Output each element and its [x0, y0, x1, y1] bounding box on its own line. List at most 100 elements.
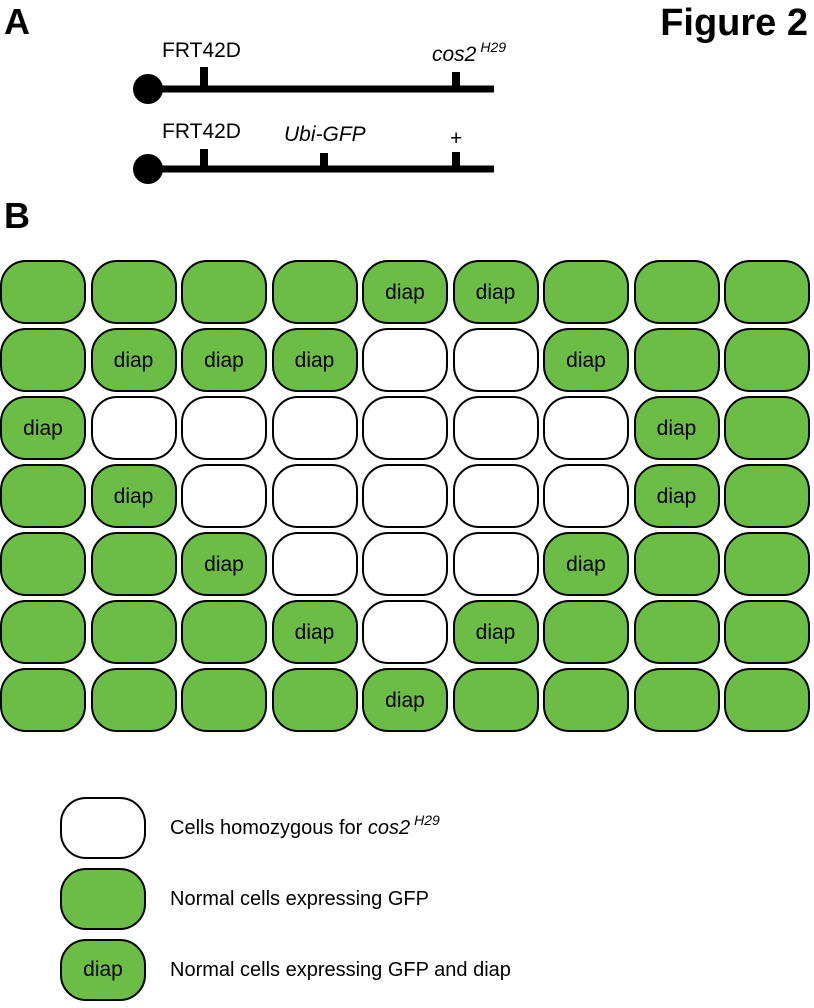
cell-homozygous: [452, 396, 539, 460]
cell-gfp: [724, 532, 810, 596]
cell-gfp: [90, 532, 177, 596]
cell-label: diap: [385, 280, 425, 304]
cell-gfp: [633, 328, 720, 392]
cell-gfp: [181, 600, 267, 664]
cell-diap: diap: [90, 328, 177, 392]
ubi-gfp-tick: [320, 153, 328, 169]
cell-gfp: [633, 668, 720, 732]
chromosome-top-centromere: [133, 74, 163, 104]
cell-diap: diap: [452, 600, 539, 664]
cell-diap: diap: [181, 328, 267, 392]
cell-homozygous: [452, 464, 539, 528]
cell-gfp: [0, 328, 86, 392]
frt42d-label-top: FRT42D: [162, 39, 241, 62]
cell-homozygous: [362, 532, 448, 596]
cell-gfp: [271, 260, 358, 324]
cell-homozygous: [362, 328, 448, 392]
cell-gfp: [724, 668, 810, 732]
legend-swatch-gfp-diap: diap: [60, 939, 146, 1001]
frt42d-tick-bottom: [200, 149, 208, 169]
cell-homozygous: [543, 464, 629, 528]
cell-homozygous: [271, 396, 358, 460]
cell-gfp: [90, 260, 177, 324]
cell-gfp: [0, 260, 86, 324]
cell-gfp: [0, 464, 86, 528]
legend-text-gfp: Normal cells expressing GFP: [170, 888, 429, 910]
cell-diap: diap: [633, 464, 720, 528]
cell-diap: diap: [452, 260, 539, 324]
cell-diap: diap: [633, 396, 720, 460]
cell-label: diap: [204, 552, 244, 576]
legend-text-gfp-diap: Normal cells expressing GFP and diap: [170, 959, 511, 981]
panel-b-label: B: [4, 195, 30, 236]
cell-gfp: [452, 668, 539, 732]
cell-gfp: [543, 600, 629, 664]
chromosome-top: [133, 67, 494, 104]
chromosome-bottom-centromere: [133, 154, 163, 184]
cell-label: diap: [204, 348, 244, 372]
cell-gfp: [181, 260, 267, 324]
cos2-tick: [452, 72, 460, 89]
cell-homozygous: [362, 464, 448, 528]
cell-gfp: [633, 260, 720, 324]
cell-label: diap: [475, 280, 516, 304]
cell-gfp: [271, 668, 358, 732]
cell-label: diap: [294, 620, 335, 644]
cell-homozygous: [90, 396, 177, 460]
wildtype-tick: [452, 152, 460, 169]
cell-label: diap: [294, 348, 335, 372]
cell-diap: diap: [271, 600, 358, 664]
cell-diap: diap: [362, 668, 448, 732]
cell-diap: diap: [543, 532, 629, 596]
cell-diap: diap: [181, 532, 267, 596]
cell-label: diap: [566, 552, 606, 576]
cell-label: diap: [113, 484, 154, 508]
cell-label: diap: [113, 348, 154, 372]
cell-gfp: [633, 532, 720, 596]
wildtype-label: +: [450, 127, 463, 150]
panel-a-label: A: [4, 1, 30, 42]
cell-homozygous: [452, 328, 539, 392]
cell-gfp: [724, 328, 810, 392]
cell-diap: diap: [90, 464, 177, 528]
cell-diap: diap: [543, 328, 629, 392]
cell-diap: diap: [271, 328, 358, 392]
cell-homozygous: [181, 464, 267, 528]
cell-homozygous: [271, 464, 358, 528]
cell-gfp: [724, 600, 810, 664]
legend-swatch-diap-label: diap: [83, 958, 123, 981]
cell-homozygous: [362, 396, 448, 460]
legend-swatch-gfp: [60, 868, 146, 930]
cell-label: diap: [23, 416, 63, 440]
cell-label: diap: [385, 688, 425, 712]
cell-label: diap: [656, 484, 697, 508]
cell-homozygous: [362, 600, 448, 664]
cell-gfp: [543, 260, 629, 324]
cell-homozygous: [271, 532, 358, 596]
cell-gfp: [90, 600, 177, 664]
figure-title: Figure 2: [660, 2, 808, 44]
cell-label: diap: [656, 416, 697, 440]
ubi-gfp-label: Ubi-GFP: [284, 123, 366, 146]
cell-gfp: [724, 464, 810, 528]
cell-gfp: [543, 668, 629, 732]
cell-gfp: [0, 668, 86, 732]
cell-homozygous: [181, 396, 267, 460]
cell-gfp: [0, 532, 86, 596]
legend-swatch-homozygous: [60, 797, 146, 859]
cell-gfp: [724, 260, 810, 324]
chromosome-diagram: [133, 67, 494, 184]
cell-gfp: [90, 668, 177, 732]
cell-gfp: [0, 600, 86, 664]
cell-label: diap: [475, 620, 516, 644]
cell-diap: diap: [0, 396, 86, 460]
cell-gfp: [724, 396, 810, 460]
cell-homozygous: [452, 532, 539, 596]
frt42d-tick-top: [200, 67, 208, 89]
chromosome-bottom: [133, 149, 494, 184]
cell-label: diap: [566, 348, 606, 372]
cell-homozygous: [543, 396, 629, 460]
cell-gfp: [633, 600, 720, 664]
